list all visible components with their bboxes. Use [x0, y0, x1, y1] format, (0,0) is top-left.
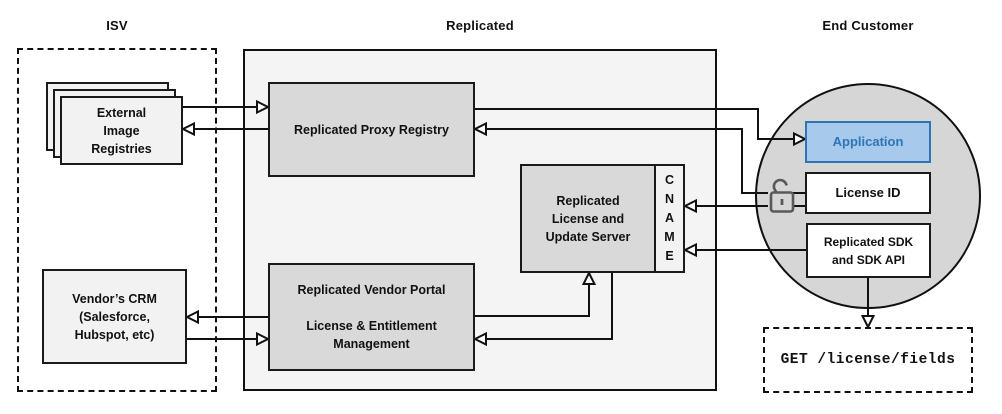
- get-license-fields-box: GET /license/fields: [763, 327, 973, 393]
- replicated-license-update-server-node: Replicated License and Update Server C N…: [520, 164, 685, 273]
- arrow-portal-to-server: [475, 282, 590, 317]
- cname-strip: C N A M E: [654, 166, 683, 271]
- arrowhead-into-proxy-right: [472, 121, 487, 137]
- arrowhead-into-cname-bottom: [682, 242, 697, 258]
- application-node: Application: [805, 121, 931, 163]
- arrowhead-into-get-box: [860, 315, 876, 330]
- replicated-proxy-registry-node: Replicated Proxy Registry: [268, 82, 475, 177]
- replicated-vendor-portal-node: Replicated Vendor Portal License & Entit…: [268, 263, 475, 371]
- arrowhead-into-registries: [180, 121, 195, 137]
- arrowhead-into-portal-right: [472, 331, 487, 347]
- arrowhead-into-portal: [256, 331, 271, 347]
- external-image-registries-node: External Image Registries: [60, 96, 183, 165]
- arrowhead-into-server: [581, 270, 597, 285]
- arrowhead-into-proxy-top: [256, 99, 271, 115]
- arrowhead-into-cname-top: [682, 198, 697, 214]
- arrow-proxy-to-application: [475, 108, 796, 140]
- replicated-title: Replicated: [446, 18, 514, 33]
- arrow-licenseid-to-proxy: [484, 128, 805, 194]
- vendor-crm-node: Vendor’s CRM (Salesforce, Hubspot, etc): [42, 269, 187, 364]
- arrowhead-into-application: [793, 131, 808, 147]
- replicated-sdk-node: Replicated SDK and SDK API: [806, 223, 931, 278]
- isv-title: ISV: [106, 18, 128, 33]
- end-customer-title: End Customer: [822, 18, 914, 33]
- license-update-server-label: Replicated License and Update Server: [522, 166, 654, 271]
- unlocked-padlock-icon: [769, 178, 795, 213]
- license-id-node: License ID: [805, 172, 931, 214]
- arrowhead-into-crm: [184, 309, 199, 325]
- arrow-server-to-portal: [484, 273, 613, 340]
